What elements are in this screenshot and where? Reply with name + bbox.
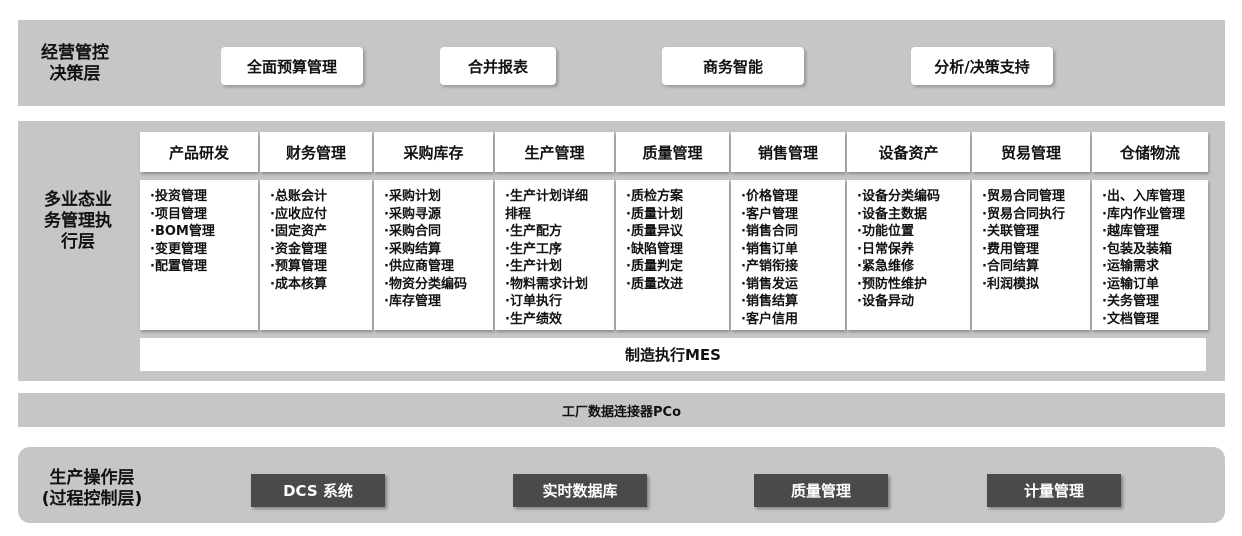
list-item: ·预算管理 <box>270 259 327 274</box>
list-item: ·文档管理 <box>1102 311 1159 327</box>
list-item: ·产销衔接 <box>741 259 798 274</box>
list-item: ·缺陷管理 <box>626 241 683 257</box>
column-body: ·生产计划详细排程 ·生产配方 ·生产工序 ·生产计划 ·物料需求计划 ·订单执行 ·生产绩… <box>495 180 614 330</box>
column-header: 设备资产 <box>847 132 970 172</box>
list-item: ·成本核算 <box>270 276 327 292</box>
list-item: ·客户信用 <box>741 311 798 327</box>
list-item: ·销售订单 <box>741 241 798 257</box>
column-body: ·投资管理 ·项目管理 ·BOM管理 ·变更管理 ·配置管理 <box>140 180 258 330</box>
list-item: ·利润模拟 <box>982 276 1039 292</box>
list-item: ·预防性维护 <box>857 276 927 292</box>
list-item: ·包装及装箱 <box>1102 241 1172 257</box>
list-item: ·关联管理 <box>982 224 1039 239</box>
list-item: ·生产绩效 <box>505 311 562 327</box>
list-item: ·生产工序 <box>505 241 562 257</box>
column-body: ·质检方案 ·质量计划 ·质量异议 ·缺陷管理 ·质量判定 ·质量改进 <box>616 180 729 330</box>
list-item: ·销售发运 <box>741 276 798 292</box>
list-item: ·贸易合同执行 <box>982 206 1065 222</box>
list-item: ·总账会计 <box>270 189 327 204</box>
column-header: 产品研发 <box>140 132 258 172</box>
list-item: ·设备异动 <box>857 294 914 309</box>
top-box-business-intelligence: 商务智能 <box>662 47 804 85</box>
list-item: ·生产计划详细 <box>505 189 588 204</box>
list-item: ·固定资产 <box>270 224 327 239</box>
list-item: ·采购寻源 <box>384 206 441 222</box>
column-body: ·采购计划 ·采购寻源 ·采购合同 ·采购结算 ·供应商管理 ·物资分类编码 ·库存管理 <box>374 180 493 330</box>
bottom-box-metering: 计量管理 <box>987 474 1121 507</box>
list-item: 排程 <box>505 206 532 222</box>
top-box-budget: 全面预算管理 <box>221 47 363 85</box>
list-item: ·客户管理 <box>741 206 798 222</box>
list-item: ·销售结算 <box>741 294 798 309</box>
bottom-box-quality: 质量管理 <box>754 474 888 507</box>
list-item: ·日常保养 <box>857 241 914 257</box>
list-item: ·紧急维修 <box>857 259 914 274</box>
top-box-consolidated-report: 合并报表 <box>440 47 556 85</box>
column-body: ·设备分类编码 ·设备主数据 ·功能位置 ·日常保养 ·紧急维修 ·预防性维护 ·设备异动 <box>847 180 970 330</box>
pco-connector-band: 工厂数据连接器PCo <box>18 393 1225 427</box>
column-body: ·出、入库管理 ·库内作业管理 ·越库管理 ·包装及装箱 ·运输需求 ·运输订单 ·关务管理… <box>1092 180 1208 330</box>
list-item: ·生产配方 <box>505 224 562 239</box>
list-item: ·销售合同 <box>741 224 798 239</box>
list-item: ·质检方案 <box>626 189 683 204</box>
list-item: ·贸易合同管理 <box>982 189 1065 204</box>
column-header: 质量管理 <box>616 132 729 172</box>
column-body: ·价格管理 ·客户管理 ·销售合同 ·销售订单 ·产销衔接 ·销售发运 ·销售结算 ·客户信用 <box>731 180 845 330</box>
decision-layer-title: 经营管控 决策层 <box>41 43 109 84</box>
list-item: ·库存管理 <box>384 294 441 309</box>
top-box-analysis-decision: 分析/决策支持 <box>911 47 1053 85</box>
list-item: ·功能位置 <box>857 224 914 239</box>
list-item: ·价格管理 <box>741 189 798 204</box>
list-item: ·费用管理 <box>982 241 1039 257</box>
list-item: ·项目管理 <box>150 206 207 222</box>
list-item: ·运输需求 <box>1102 259 1159 274</box>
bottom-box-realtime-db: 实时数据库 <box>513 474 647 507</box>
list-item: ·物料需求计划 <box>505 276 588 292</box>
list-item: ·采购合同 <box>384 224 441 239</box>
list-item: ·关务管理 <box>1102 294 1159 309</box>
execution-layer-title: 多业态业 务管理执 行层 <box>44 190 112 252</box>
list-item: ·变更管理 <box>150 241 207 257</box>
column-header: 销售管理 <box>731 132 845 172</box>
mes-bar: 制造执行MES <box>140 338 1206 371</box>
list-item: ·合同结算 <box>982 259 1039 274</box>
list-item: ·越库管理 <box>1102 224 1159 239</box>
list-item: ·设备分类编码 <box>857 189 940 204</box>
list-item: ·出、入库管理 <box>1102 189 1185 204</box>
column-header: 仓储物流 <box>1092 132 1208 172</box>
list-item: ·配置管理 <box>150 259 207 274</box>
list-item: ·BOM管理 <box>150 224 215 239</box>
column-header: 采购库存 <box>374 132 493 172</box>
list-item: ·质量计划 <box>626 206 683 222</box>
list-item: ·设备主数据 <box>857 206 927 222</box>
list-item: ·质量异议 <box>626 224 683 239</box>
column-header: 生产管理 <box>495 132 614 172</box>
column-header: 贸易管理 <box>972 132 1090 172</box>
list-item: ·资金管理 <box>270 241 327 257</box>
column-header: 财务管理 <box>260 132 372 172</box>
bottom-box-dcs: DCS 系统 <box>251 474 385 507</box>
list-item: ·物资分类编码 <box>384 276 467 292</box>
list-item: ·库内作业管理 <box>1102 206 1185 222</box>
column-body: ·贸易合同管理 ·贸易合同执行 ·关联管理 ·费用管理 ·合同结算 ·利润模拟 <box>972 180 1090 330</box>
list-item: ·质量改进 <box>626 276 683 292</box>
list-item: ·采购结算 <box>384 241 441 257</box>
list-item: ·投资管理 <box>150 189 207 204</box>
list-item: ·应收应付 <box>270 206 327 222</box>
list-item: ·生产计划 <box>505 259 562 274</box>
list-item: ·运输订单 <box>1102 276 1159 292</box>
list-item: ·订单执行 <box>505 294 562 309</box>
list-item: ·采购计划 <box>384 189 441 204</box>
list-item: ·供应商管理 <box>384 259 454 274</box>
list-item: ·质量判定 <box>626 259 683 274</box>
operation-layer-title: 生产操作层 (过程控制层) <box>41 468 143 509</box>
column-body: ·总账会计 ·应收应付 ·固定资产 ·资金管理 ·预算管理 ·成本核算 <box>260 180 372 330</box>
